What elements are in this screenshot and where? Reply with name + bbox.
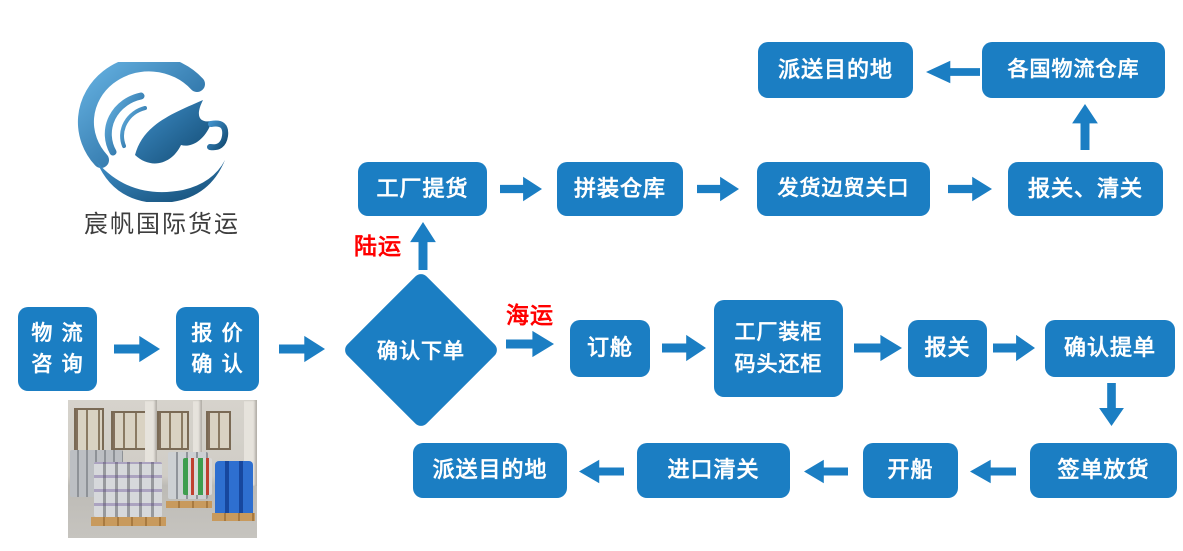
arrow-right-icon bbox=[993, 334, 1035, 362]
land-transport-label: 陆运 bbox=[354, 234, 402, 260]
node-logistics-inquiry: 物 流 咨 询 bbox=[18, 307, 97, 391]
photo-window bbox=[73, 408, 105, 453]
node-import-clearance: 进口清关 bbox=[637, 443, 790, 498]
arrow-right-icon bbox=[854, 334, 902, 362]
node-country-warehouses: 各国物流仓库 bbox=[982, 42, 1165, 98]
photo-pallet bbox=[211, 513, 256, 522]
node-label-line2: 咨 询 bbox=[31, 352, 84, 376]
photo-pillar bbox=[145, 400, 157, 489]
node-label: 开船 bbox=[887, 458, 934, 483]
photo-blue-drums bbox=[215, 460, 254, 514]
photo-pallet bbox=[166, 500, 212, 508]
photo-bucket-stack bbox=[94, 462, 163, 518]
node-confirm-bill-of-lading: 确认提单 bbox=[1045, 320, 1175, 377]
node-label: 进口清关 bbox=[667, 458, 760, 483]
node-set-sail: 开船 bbox=[863, 443, 958, 498]
photo-pallet bbox=[90, 517, 167, 526]
node-label: 报关 bbox=[924, 336, 971, 361]
arrow-left-icon bbox=[579, 459, 624, 484]
arrow-down-icon bbox=[1099, 383, 1124, 426]
node-label: 订舱 bbox=[586, 336, 633, 361]
company-name: 宸帆国际货运 bbox=[84, 210, 240, 238]
arrow-right-icon bbox=[948, 176, 992, 202]
photo-pillar bbox=[192, 400, 203, 483]
arrow-left-icon bbox=[926, 60, 980, 84]
arrow-right-icon bbox=[500, 176, 542, 202]
arrow-up-icon bbox=[410, 222, 436, 270]
arrow-right-icon bbox=[697, 176, 739, 202]
node-label: 发货边贸关口 bbox=[777, 176, 910, 201]
node-label: 确认提单 bbox=[1063, 336, 1156, 361]
node-confirm-order-decision: 确认下单 bbox=[341, 270, 501, 430]
node-factory-loading-return: 工厂装柜 码头还柜 bbox=[714, 300, 843, 397]
node-dispatch-destination-land: 派送目的地 bbox=[758, 42, 913, 98]
photo-window bbox=[205, 411, 231, 450]
node-booking: 订舱 bbox=[570, 320, 650, 377]
photo-bucket-stack bbox=[183, 457, 212, 496]
arrow-right-icon bbox=[114, 335, 160, 363]
photo-window bbox=[111, 411, 148, 450]
node-label-line1: 报 价 bbox=[191, 320, 244, 345]
node-label: 报关、清关 bbox=[1027, 176, 1143, 202]
arrow-left-icon bbox=[804, 459, 848, 484]
node-quote-confirmation: 报 价 确 认 bbox=[176, 307, 259, 391]
arrow-right-icon bbox=[662, 334, 706, 362]
node-sign-release-cargo: 签单放货 bbox=[1030, 443, 1177, 498]
node-customs-sea: 报关 bbox=[908, 320, 987, 377]
node-customs-clearance-land: 报关、清关 bbox=[1008, 162, 1163, 216]
node-border-trade-port: 发货边贸关口 bbox=[757, 162, 930, 216]
node-label: 拼装仓库 bbox=[573, 176, 666, 202]
warehouse-photo bbox=[68, 400, 257, 538]
node-consolidation-warehouse: 拼装仓库 bbox=[557, 162, 683, 216]
node-label: 各国物流仓库 bbox=[1007, 57, 1140, 82]
node-factory-pickup: 工厂提货 bbox=[358, 162, 487, 216]
node-dispatch-destination-sea: 派送目的地 bbox=[413, 443, 567, 498]
arrow-right-icon bbox=[506, 330, 554, 358]
node-label: 派送目的地 bbox=[777, 57, 893, 83]
node-label-line1: 工厂装柜 bbox=[734, 320, 823, 344]
arrow-left-icon bbox=[970, 459, 1016, 484]
node-label: 派送目的地 bbox=[432, 458, 548, 483]
node-label: 签单放货 bbox=[1057, 458, 1150, 483]
node-label-line2: 确 认 bbox=[191, 352, 244, 376]
company-logo-icon bbox=[77, 62, 229, 202]
node-label: 工厂提货 bbox=[376, 176, 469, 202]
node-label-line2: 码头还柜 bbox=[734, 351, 823, 376]
sea-transport-label: 海运 bbox=[506, 303, 554, 329]
arrow-up-icon bbox=[1072, 104, 1098, 150]
node-label-line1: 物 流 bbox=[31, 320, 84, 345]
photo-window bbox=[156, 411, 190, 450]
arrow-right-icon bbox=[279, 335, 325, 363]
node-label: 确认下单 bbox=[377, 339, 465, 363]
